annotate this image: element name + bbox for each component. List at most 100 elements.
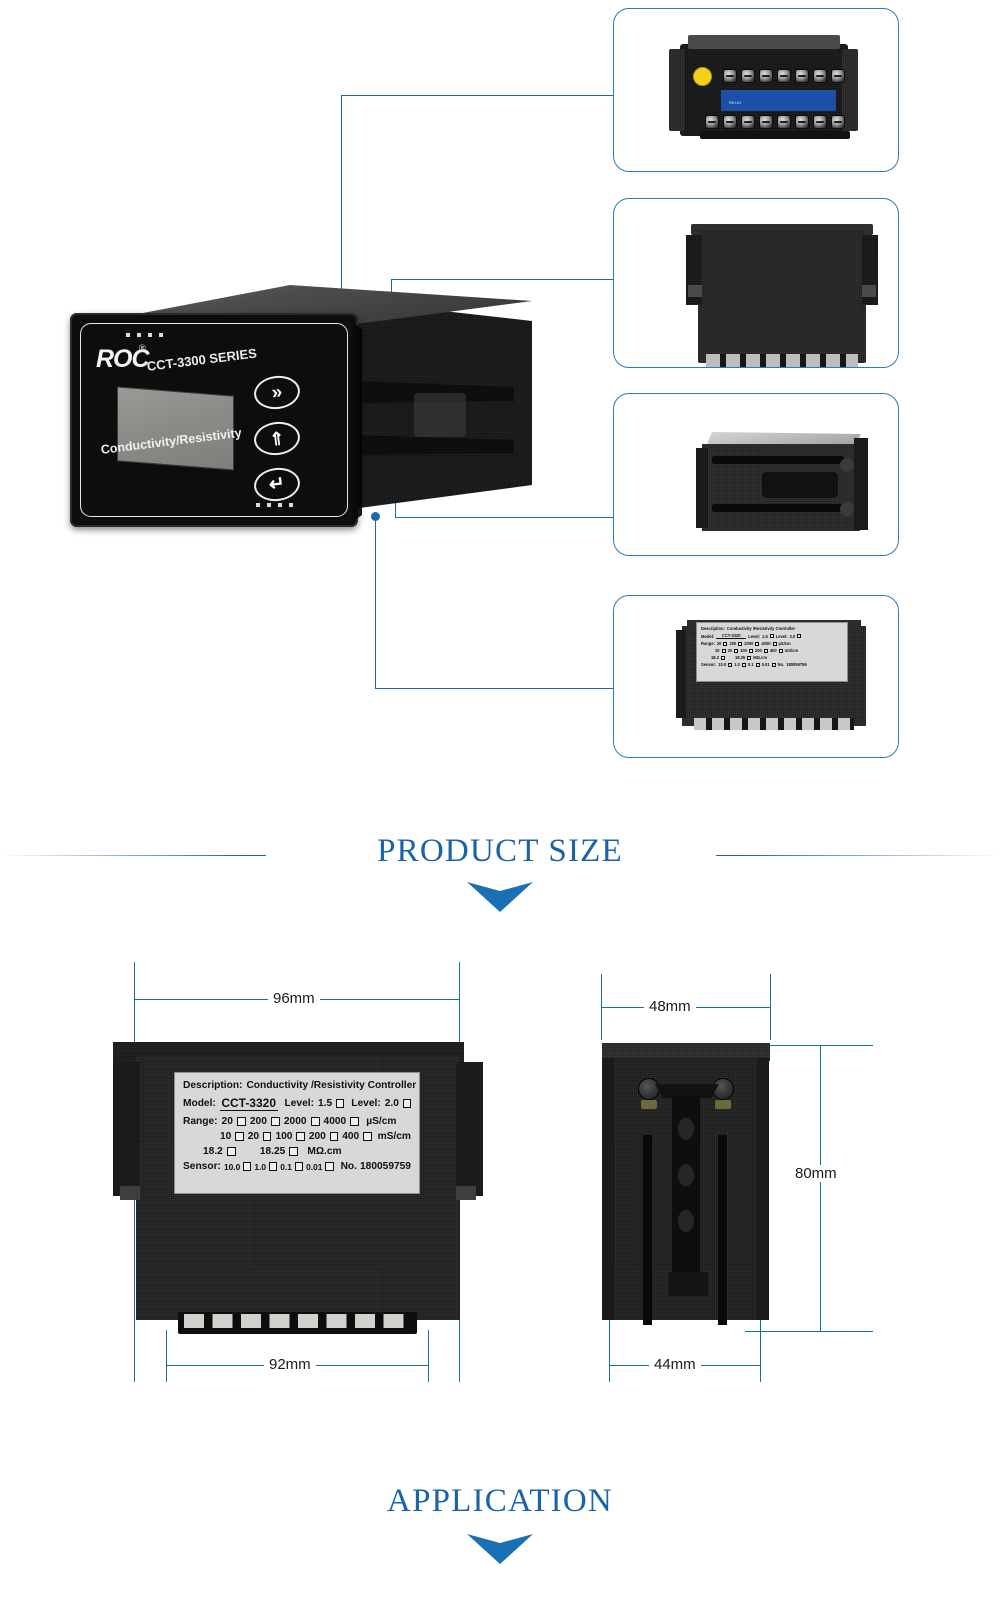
side-dim-48-label: 48mm	[644, 998, 696, 1015]
mini-r1a: 20	[716, 641, 722, 646]
side-view-top-plate	[706, 432, 861, 447]
level2-key: Level:	[351, 1098, 381, 1109]
range2-unit: mS/cm	[377, 1131, 411, 1142]
front-terminal-pins	[184, 1314, 412, 1328]
thumbnail-top-view[interactable]	[613, 198, 899, 368]
range2-checkbox-d[interactable]	[329, 1132, 339, 1141]
chevron-down-icon	[467, 882, 533, 912]
description-key: Description:	[183, 1080, 243, 1091]
sensor-key: Sensor:	[183, 1161, 221, 1172]
mini-cb-r2c[interactable]	[748, 648, 753, 653]
range2-b: 20	[247, 1131, 260, 1142]
callout-line-2-horizontal	[391, 279, 613, 280]
range2-checkbox-e[interactable]	[363, 1132, 372, 1141]
side-dim-80-line	[820, 1045, 821, 1331]
mini-cb-s3[interactable]	[755, 662, 760, 667]
mini-cb-s1[interactable]	[728, 662, 733, 667]
mini-cb-r1d[interactable]	[772, 641, 777, 646]
mini-cb-r1b[interactable]	[738, 641, 743, 646]
side-slot-left	[643, 1135, 652, 1325]
warning-sticker	[693, 67, 712, 86]
side-spine-hole-3	[678, 1210, 694, 1232]
mini-cb-s4[interactable]	[771, 662, 776, 667]
mini-description-value: Conductivity /Resistivity Controller	[726, 626, 796, 631]
range1-checkbox-c[interactable]	[310, 1117, 320, 1126]
sensor-b: 1.0	[254, 1161, 267, 1172]
rear-right-ear	[842, 49, 858, 131]
mini-model-key: Model:	[701, 633, 715, 639]
level1-value: 1.5	[317, 1098, 333, 1109]
sensor-a: 10.0	[223, 1161, 241, 1172]
front-ext-right-inner	[428, 1330, 429, 1382]
mini-model-value: CCT-3320	[716, 633, 747, 639]
model-value: CCT-3320	[219, 1096, 278, 1111]
mini-r1c: 2000	[744, 641, 754, 646]
side-dim-44-label: 44mm	[649, 1356, 701, 1373]
mini-r3-unit: MΩ.cm	[753, 655, 767, 660]
mini-cb-s2[interactable]	[741, 662, 746, 667]
sensor-checkbox-d[interactable]	[325, 1162, 334, 1171]
range2-checkbox-c[interactable]	[296, 1132, 305, 1141]
sensor-checkbox-b[interactable]	[269, 1162, 278, 1171]
sensor-checkbox-c[interactable]	[294, 1162, 304, 1171]
range1-checkbox-d[interactable]	[350, 1117, 360, 1126]
mini-s1: 10.0	[718, 662, 727, 667]
mini-sensor-key: Sensor:	[701, 662, 717, 667]
range2-checkbox-b[interactable]	[263, 1132, 272, 1141]
side-screw-head-left	[641, 1100, 657, 1109]
front-device-right-wing	[456, 1062, 483, 1196]
range3-checkbox-a[interactable]	[226, 1147, 236, 1156]
mini-cb-r1a[interactable]	[723, 641, 728, 646]
relay-label-strip: RELAY	[721, 90, 836, 111]
thumbnail-rating-label-view[interactable]: Description: Conductivity /Resistivity C…	[613, 595, 899, 758]
range1-checkbox-a[interactable]	[236, 1117, 246, 1126]
rear-left-ear	[669, 49, 685, 131]
front-dim-92-label: 92mm	[264, 1356, 316, 1373]
application-title: APPLICATION	[387, 1483, 613, 1519]
top-view-left-clip	[688, 285, 702, 297]
sensor-checkbox-a[interactable]	[243, 1162, 252, 1171]
side-device-top-flange	[602, 1043, 770, 1061]
label-view-left-edge	[676, 630, 686, 718]
hero-bottom-dots	[256, 503, 296, 507]
range3-b: 18.25	[259, 1146, 286, 1157]
rear-top-lip	[688, 35, 840, 49]
range1-c: 2000	[283, 1116, 307, 1127]
front-device-left-wing	[113, 1062, 140, 1196]
callout-dot-4	[371, 512, 380, 521]
level2-value: 2.0	[384, 1098, 399, 1109]
side-ext-right	[770, 974, 771, 1040]
mini-cb-r3b[interactable]	[747, 655, 752, 660]
mini-cb-r2a[interactable]	[721, 648, 726, 653]
mini-r2b: 20	[727, 648, 733, 653]
range2-checkbox-a[interactable]	[235, 1132, 244, 1141]
sensor-d: 0.01	[306, 1161, 323, 1172]
thumbnail-side-view[interactable]	[613, 393, 899, 556]
range2-e: 400	[342, 1131, 360, 1142]
mini-level2-checkbox[interactable]	[797, 634, 802, 638]
mini-cb-r1c[interactable]	[755, 641, 760, 646]
mini-cb-r2e[interactable]	[778, 648, 783, 653]
top-view-cover-edge	[691, 224, 873, 235]
thumbnail-rear-terminal-view[interactable]: RELAY	[613, 8, 899, 172]
range1-checkbox-b[interactable]	[270, 1117, 280, 1126]
mini-cb-r2b[interactable]	[734, 648, 739, 653]
callout-line-1-horizontal	[341, 95, 613, 96]
mini-cb-r3a[interactable]	[720, 655, 725, 660]
front-ext-left-inner	[166, 1330, 167, 1382]
range3-a: 18.2	[203, 1146, 223, 1157]
product-size-title: PRODUCT SIZE	[377, 833, 623, 869]
registered-mark-icon: ®	[139, 343, 146, 353]
relay-text: RELAY	[729, 100, 742, 105]
top-view-body	[698, 231, 866, 363]
mini-level1-checkbox[interactable]	[769, 634, 774, 638]
range3-checkbox-b[interactable]	[289, 1147, 299, 1156]
side-ext-left-inner	[609, 1320, 610, 1382]
level2-checkbox[interactable]	[402, 1099, 412, 1108]
level1-checkbox[interactable]	[336, 1099, 345, 1108]
side-ext-bottom	[745, 1331, 873, 1332]
mini-cb-r2d[interactable]	[763, 648, 768, 653]
mini-r2-unit: mS/cm	[784, 648, 799, 653]
mini-level1-key: Level:	[748, 633, 761, 639]
